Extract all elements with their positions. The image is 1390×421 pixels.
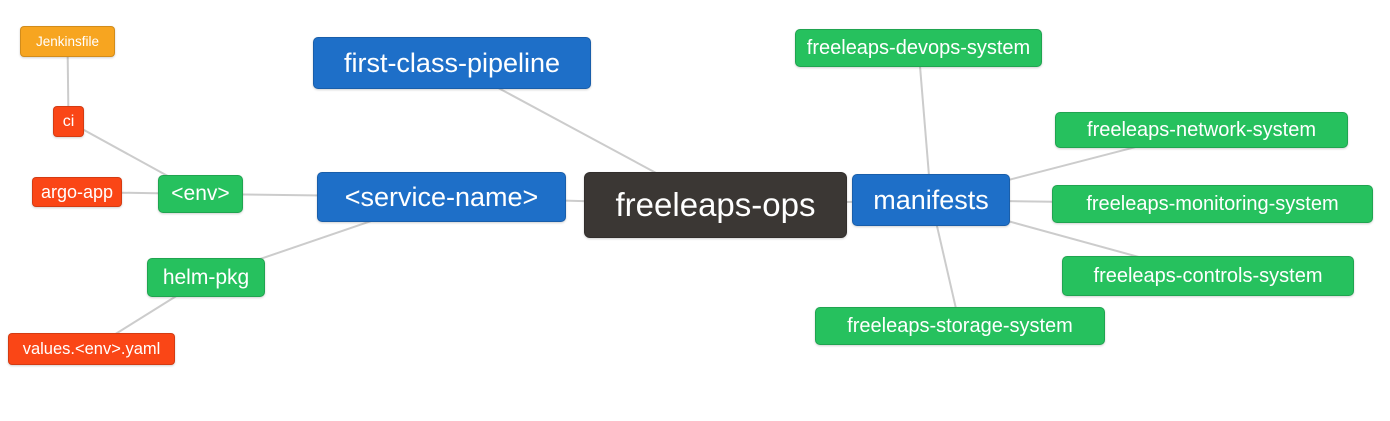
node-freeleaps-devops-system[interactable]: freeleaps-devops-system <box>795 29 1042 67</box>
node-first-class-pipeline[interactable]: first-class-pipeline <box>313 37 591 89</box>
node-service-name[interactable]: <service-name> <box>317 172 566 222</box>
node-freeleaps-storage-system[interactable]: freeleaps-storage-system <box>815 307 1105 345</box>
node-manifests[interactable]: manifests <box>852 174 1010 226</box>
node-jenkinsfile[interactable]: Jenkinsfile <box>20 26 115 57</box>
node-values-env-yaml[interactable]: values.<env>.yaml <box>8 333 175 365</box>
node-env[interactable]: <env> <box>158 175 243 213</box>
node-freeleaps-ops-root[interactable]: freeleaps-ops <box>584 172 847 238</box>
node-argo-app[interactable]: argo-app <box>32 177 122 207</box>
node-helm-pkg[interactable]: helm-pkg <box>147 258 265 297</box>
node-freeleaps-monitoring-system[interactable]: freeleaps-monitoring-system <box>1052 185 1373 223</box>
node-freeleaps-network-system[interactable]: freeleaps-network-system <box>1055 112 1348 148</box>
node-freeleaps-controls-system[interactable]: freeleaps-controls-system <box>1062 256 1354 296</box>
node-ci[interactable]: ci <box>53 106 84 137</box>
